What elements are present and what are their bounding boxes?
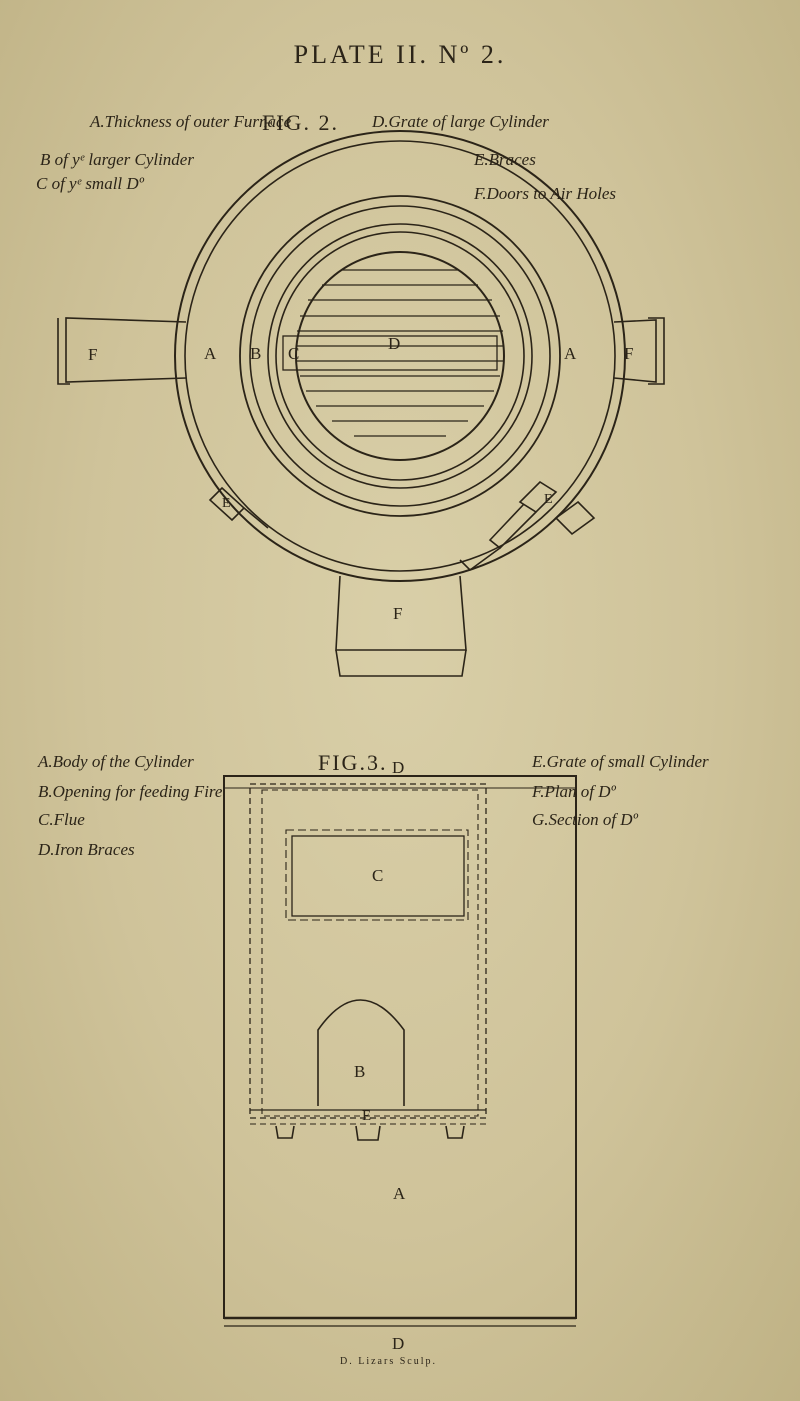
grate-support — [282, 335, 498, 371]
plate-title: PLATE II. Nº 2. — [293, 40, 507, 69]
air-door-right — [613, 319, 657, 383]
fig2-legend-a: A.Thickness of outer Furnace — [90, 112, 292, 131]
foot-center — [355, 1125, 381, 1141]
fig3-legend-a: A.Body of the Cylinder — [38, 752, 194, 771]
fig3-legend-d: D.Iron Braces — [38, 840, 135, 859]
brace-bottom-right — [554, 500, 596, 536]
fig3-label-a: A — [393, 1184, 406, 1203]
fig2-label-e-right: E — [544, 492, 553, 507]
fig2-label-f-left: F — [88, 345, 98, 364]
engraver-credit: D. Lizars Sculp. — [340, 1356, 437, 1367]
fig2-label-b: B — [250, 344, 262, 363]
foot-left — [275, 1125, 295, 1139]
fig2-label-a-right: A — [564, 344, 577, 363]
fig2-label-d: D — [388, 334, 401, 353]
fig2-label-f-right: F — [624, 344, 634, 363]
fig3-flue-dashed — [285, 829, 469, 921]
fig2-label-f-bottom: F — [393, 604, 403, 623]
small-cylinder-circle — [267, 223, 533, 489]
air-door-left-lip — [57, 318, 70, 385]
fig3-legend-e: E.Grate of small Cylinder — [532, 752, 709, 771]
fig2-title: FIG. 2. — [262, 110, 339, 135]
air-door-bottom — [335, 575, 467, 651]
air-door-left — [65, 317, 187, 383]
fig3-label-c: C — [372, 866, 384, 885]
brace-left — [208, 486, 269, 529]
large-cylinder-circle-inner — [249, 205, 551, 507]
fig3-title: FIG.3. — [318, 750, 388, 775]
fig3-inner-dashed-a — [249, 783, 487, 1119]
fig3-legend-b: B.Opening for feeding Fire — [38, 782, 223, 801]
outer-furnace-circle — [174, 130, 626, 582]
fig2-legend-b: B of yᵉ larger Cylinder — [40, 150, 194, 169]
small-cylinder-circle-inner — [275, 231, 525, 481]
fig2-label-e-left: E — [222, 496, 231, 511]
fig2-label-c: C — [288, 344, 300, 363]
fig3-fire-opening — [317, 999, 405, 1106]
outer-furnace-circle-inner — [184, 140, 616, 572]
fig3-drawing — [223, 775, 577, 1327]
fig3-legend-f: F.Plan of Dº — [532, 782, 616, 801]
fig3-label-d-bottom: D — [392, 1334, 405, 1353]
large-cylinder-circle — [239, 195, 561, 517]
fig2-drawing — [57, 130, 665, 677]
fig2-legend-e: E.Braces — [474, 150, 536, 169]
fig3-label-d-top: D — [392, 758, 405, 777]
fig2-legend-f: F.Doors to Air Holes — [474, 184, 617, 203]
air-door-right-lip — [648, 317, 665, 385]
foot-right — [445, 1125, 465, 1139]
fig2-legend-d: D.Grate of large Cylinder — [372, 112, 549, 131]
grate-bars — [296, 269, 504, 437]
fig2-label-a-left: A — [204, 344, 217, 363]
fig3-legend-g: G.Section of Dº — [532, 810, 638, 829]
grate-circle — [295, 251, 505, 461]
brace-right — [459, 480, 558, 572]
fig3-legend-c: C.Flue — [38, 810, 85, 829]
fig3-inner-dashed-b — [261, 789, 479, 1117]
fig3-outer-body — [223, 775, 577, 1319]
fig3-flue — [291, 835, 465, 917]
fig3-label-e: E — [362, 1108, 372, 1124]
air-door-bottom-lip — [335, 649, 467, 677]
fig3-label-b: B — [354, 1062, 366, 1081]
fig2-legend-c: C of yᵉ small Dº — [36, 174, 144, 193]
